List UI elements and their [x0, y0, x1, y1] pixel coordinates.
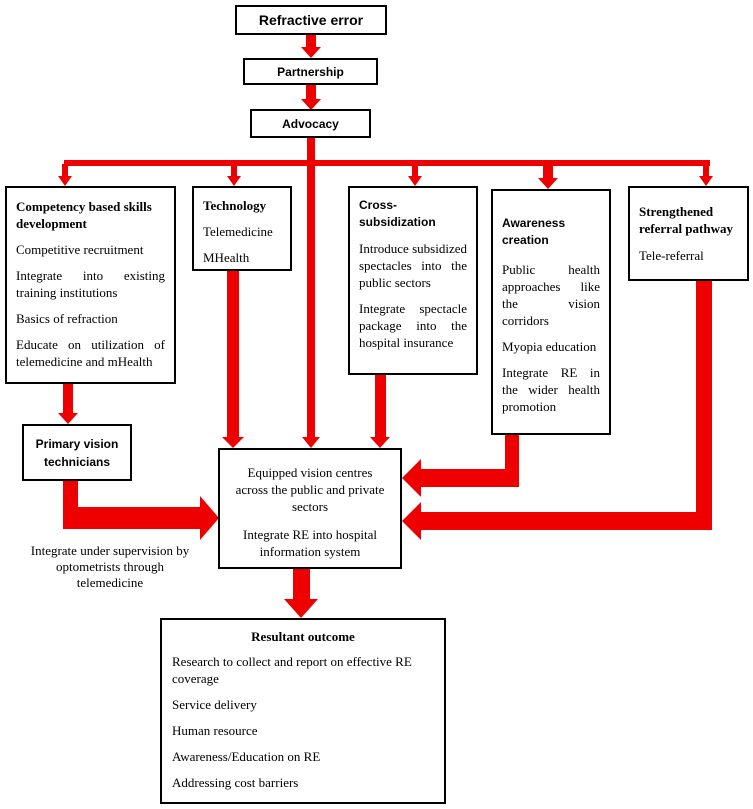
arrow-refractive-to-partnership	[301, 33, 321, 58]
technology-title: Technology	[203, 198, 267, 213]
resultant-outcome-title: Resultant outcome	[251, 629, 355, 644]
skills-item: Educate on utilization of telemedicine a…	[16, 337, 165, 369]
outcome-item: Awareness/Education on RE	[172, 749, 321, 764]
arrow-technology-to-centres	[222, 270, 244, 448]
arrow-to-technology	[227, 164, 241, 186]
technology-item: MHealth	[203, 250, 250, 265]
skills-box: Competency based skills development Comp…	[5, 186, 176, 384]
refractive-error-box: Refractive error	[235, 5, 387, 35]
arrow-advocacy-to-centres	[302, 160, 320, 448]
skills-item: Competitive recruitment	[16, 242, 144, 257]
arrow-partnership-to-advocacy	[301, 84, 321, 110]
arrow-cross-to-centres	[370, 374, 390, 448]
technology-item: Telemedicine	[203, 224, 273, 239]
outcome-item: Addressing cost barriers	[172, 775, 299, 790]
awareness-item: Myopia education	[502, 339, 597, 354]
cross-subsidization-item: Integrate spectacle package into the hos…	[359, 301, 467, 350]
primary-technicians-label: Primary vision technicians	[35, 436, 119, 469]
arrow-distribution-bar	[64, 160, 710, 166]
arrow-referral-to-centres	[402, 280, 712, 540]
referral-item: Tele-referral	[639, 248, 704, 263]
vision-centres-item: Equipped vision centres across the publi…	[235, 465, 385, 514]
arrow-centres-to-outcome	[284, 568, 318, 618]
technology-box: Technology Telemedicine MHealth	[192, 186, 292, 271]
referral-title: Strengthened referral pathway	[639, 204, 733, 236]
partnership-label: Partnership	[277, 64, 344, 79]
skills-item: Basics of refraction	[16, 311, 118, 326]
cross-subsidization-item: Introduce subsidized spectacles into the…	[359, 241, 467, 290]
arrow-skills-to-primary	[58, 383, 78, 424]
arrow-awareness-to-centres	[402, 434, 519, 497]
arrow-to-cross	[408, 164, 422, 186]
outcome-item: Human resource	[172, 723, 258, 738]
cross-subsidization-box: Cross-subsidization Introduce subsidized…	[348, 186, 478, 375]
primary-technicians-box: Primary vision technicians	[22, 424, 132, 481]
vision-centres-item: Integrate RE into hospital information s…	[243, 527, 377, 559]
primary-supervision-note: Integrate under supervision by optometri…	[30, 543, 190, 590]
arrow-to-awareness	[538, 164, 558, 189]
outcome-item: Research to collect and report on effect…	[172, 654, 412, 686]
vision-centres-box: Equipped vision centres across the publi…	[218, 448, 402, 569]
arrow-primary-to-centres	[63, 480, 219, 540]
cross-subsidization-title: Cross-subsidization	[359, 198, 436, 229]
referral-box: Strengthened referral pathway Tele-refer…	[628, 186, 749, 281]
outcome-item: Service delivery	[172, 697, 257, 712]
skills-item: Integrate into existing training institu…	[16, 268, 165, 300]
arrow-advocacy-stem	[307, 137, 315, 162]
awareness-title: Awareness creation	[502, 216, 566, 247]
advocacy-box: Advocacy	[250, 109, 371, 138]
refractive-error-label: Refractive error	[258, 12, 364, 28]
arrow-to-referral	[699, 164, 713, 186]
awareness-item: Integrate RE in the wider health promoti…	[502, 365, 600, 414]
advocacy-label: Advocacy	[282, 116, 339, 131]
skills-title: Competency based skills development	[16, 199, 152, 231]
awareness-item: Public health approaches like the vision…	[502, 262, 600, 328]
partnership-box: Partnership	[243, 58, 378, 85]
awareness-box: Awareness creation Public health approac…	[491, 189, 611, 435]
resultant-outcome-box: Resultant outcome Research to collect an…	[160, 618, 446, 804]
arrow-to-skills	[58, 164, 72, 186]
